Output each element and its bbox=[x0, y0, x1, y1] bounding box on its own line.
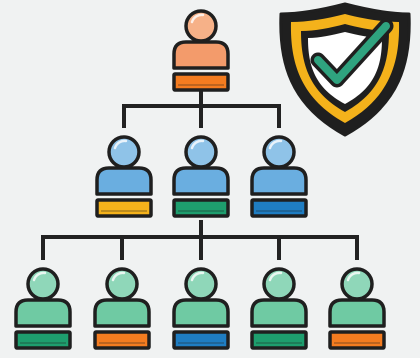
person-body bbox=[14, 298, 72, 328]
person-middle-3 bbox=[250, 135, 308, 218]
person-badge bbox=[250, 330, 308, 350]
person-middle-2 bbox=[172, 135, 230, 218]
head-highlight bbox=[32, 271, 47, 282]
person-body bbox=[250, 298, 308, 328]
person-badge bbox=[14, 330, 72, 350]
head-highlight bbox=[190, 271, 205, 282]
check-mark-icon bbox=[314, 22, 390, 84]
head-highlight bbox=[346, 271, 361, 282]
person-badge bbox=[93, 330, 151, 350]
person-bottom-3 bbox=[172, 267, 230, 350]
person-badge bbox=[250, 198, 308, 218]
head-highlight bbox=[268, 271, 283, 282]
person-body bbox=[93, 298, 151, 328]
person-body bbox=[328, 298, 386, 328]
person-body bbox=[250, 166, 308, 196]
person-bottom-5 bbox=[328, 267, 386, 350]
person-badge bbox=[172, 330, 230, 350]
person-bottom-2 bbox=[93, 267, 151, 350]
connector-lines bbox=[41, 90, 359, 260]
person-middle-1 bbox=[95, 135, 153, 218]
person-body bbox=[172, 298, 230, 328]
person-top-1 bbox=[172, 9, 230, 92]
head-highlight bbox=[111, 271, 126, 282]
head-highlight bbox=[190, 13, 205, 24]
person-bottom-1 bbox=[14, 267, 72, 350]
head-highlight bbox=[113, 139, 128, 150]
head-highlight bbox=[268, 139, 283, 150]
person-body bbox=[95, 166, 153, 196]
person-badge bbox=[172, 198, 230, 218]
person-badge bbox=[172, 72, 230, 92]
person-body bbox=[172, 166, 230, 196]
person-badge bbox=[328, 330, 386, 350]
shield-check-icon bbox=[279, 2, 411, 137]
person-body bbox=[172, 40, 230, 70]
head-highlight bbox=[190, 139, 205, 150]
person-bottom-4 bbox=[250, 267, 308, 350]
person-badge bbox=[95, 198, 153, 218]
